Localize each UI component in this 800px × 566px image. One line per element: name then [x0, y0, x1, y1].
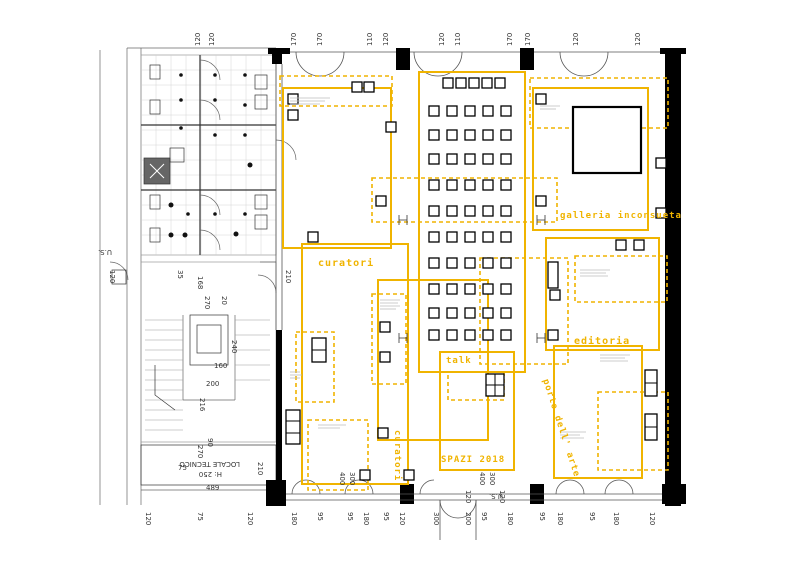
dimension-bottom-10: 200: [464, 512, 472, 525]
dimension-bottom-5: 95: [346, 512, 354, 521]
dimension-left-11: 210: [256, 462, 264, 475]
dimension-top-8: 170: [506, 33, 514, 46]
dimension-left-7: 90: [206, 438, 214, 447]
dimension-top-4: 110: [366, 33, 374, 46]
dimension-misc-8: 300: [488, 472, 496, 485]
room-locale-tecnico: LOCALE TECNICO: [179, 460, 240, 468]
dimension-bottom-8: 120: [398, 512, 406, 525]
dimension-bottom-1: 75: [196, 512, 204, 521]
dimension-misc-3: 120: [464, 490, 472, 503]
dimension-left-0: 35: [176, 270, 184, 279]
dimension-bottom-0: 120: [144, 512, 152, 525]
dimension-left-4: 160: [214, 362, 227, 370]
dimension-bottom-16: 180: [612, 512, 620, 525]
dimension-misc-1: 120: [108, 270, 116, 283]
dimension-top-9: 170: [524, 33, 532, 46]
label-curatori-vert: curatori: [392, 430, 403, 481]
h-markers: [398, 215, 546, 343]
dimension-top-10: 120: [572, 33, 580, 46]
zones: [279, 71, 669, 491]
label-curatori-top: curatori: [318, 257, 374, 269]
label-editoria: editoria: [574, 335, 630, 347]
label-talk: talk: [446, 356, 472, 366]
dimension-left-10: 489: [206, 484, 219, 492]
fixture-dots: [168, 73, 253, 238]
main-walls: [266, 48, 686, 506]
dimension-left-3: 240: [230, 340, 238, 353]
dimension-bottom-9: 300: [432, 512, 440, 525]
dimension-misc-4: 120: [498, 490, 506, 503]
label-galleria-text: galleria inconsueta: [560, 210, 682, 221]
display-block-lines: [286, 349, 657, 434]
dimension-top-11: 120: [634, 33, 642, 46]
dimension-bottom-6: 180: [362, 512, 370, 525]
dimension-top-6: 120: [438, 33, 446, 46]
dimension-bottom-4: 95: [316, 512, 324, 521]
dimension-top-2: 170: [290, 33, 298, 46]
label-galleria: galleria inconsueta: [560, 210, 682, 221]
dimension-bottom-13: 95: [538, 512, 546, 521]
dimension-left-8: 270: [196, 445, 204, 458]
dimension-misc-0: 210: [284, 270, 292, 283]
label-spazi: SPAZI 2018: [441, 455, 505, 465]
dimension-bottom-11: 95: [480, 512, 488, 521]
dimension-misc-5: 400: [338, 472, 346, 485]
dimension-left-5: 200: [206, 380, 219, 388]
dimension-misc-2: 20: [220, 296, 228, 305]
dimension-top-5: 120: [382, 33, 390, 46]
dimension-bottom-12: 180: [506, 512, 514, 525]
dimension-bottom-7: 95: [382, 512, 390, 521]
dimension-bottom-15: 95: [588, 512, 596, 521]
exit-us-bottom: U.S.: [489, 492, 503, 500]
dimension-misc-7: 400: [478, 472, 486, 485]
dimension-top-3: 170: [316, 33, 324, 46]
service-block: [99, 47, 297, 505]
dimension-top-7: 110: [454, 33, 462, 46]
dimension-misc-6: 300: [348, 472, 356, 485]
dimension-left-9: 75: [178, 464, 187, 472]
dimension-left-6: 216: [198, 398, 206, 412]
dimension-bottom-2: 120: [246, 512, 254, 525]
dimension-bottom-17: 120: [648, 512, 656, 525]
info-panels: [290, 97, 630, 439]
dimension-top-0: 120: [194, 33, 202, 46]
dimension-left-2: 270: [203, 296, 211, 309]
dimension-top-1: 120: [208, 33, 216, 46]
dimension-bottom-14: 180: [556, 512, 564, 525]
room-locale-height: H: 250: [199, 470, 222, 478]
dimension-left-1: 168: [196, 276, 204, 289]
dimension-bottom-3: 180: [290, 512, 298, 525]
exit-us-left: U.S.: [98, 248, 112, 256]
dimension-labels: 120 120 170 170 110 120 120 110 170 170 120 120 120 7…: [108, 33, 656, 526]
